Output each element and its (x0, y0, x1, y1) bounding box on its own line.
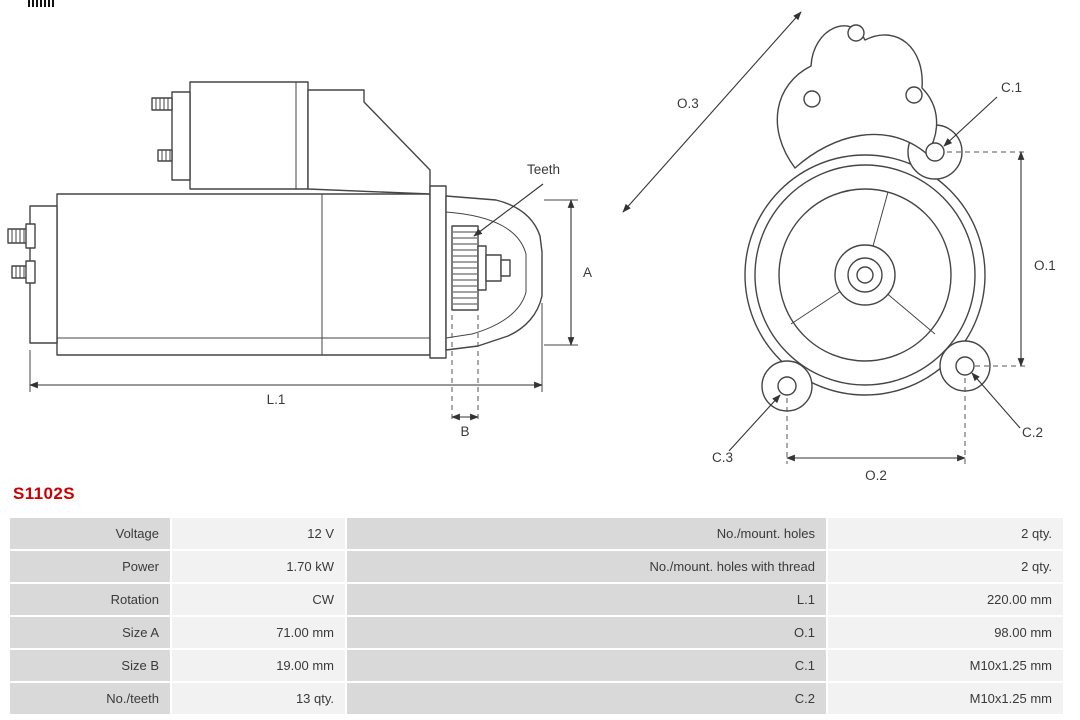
starter-motor-side (7, 81, 543, 359)
dim-label-o2: O.2 (865, 468, 887, 483)
dim-label-o3: O.3 (677, 96, 699, 111)
table-row: Rotation CW L.1 220.00 mm (10, 584, 1063, 615)
teeth-label: Teeth (527, 162, 560, 177)
barcode-mark (28, 0, 56, 7)
drive-bracket (307, 89, 431, 195)
table-row: No./teeth 13 qty. C.2 M10x1.25 mm (10, 683, 1063, 714)
spec-label: No./teeth (10, 683, 170, 714)
dim-label-o1: O.1 (1034, 258, 1056, 273)
top-housing-hole (847, 24, 865, 42)
mount-hole-c2 (955, 356, 975, 376)
spec-value: 220.00 mm (828, 584, 1063, 615)
table-row: Size A 71.00 mm O.1 98.00 mm (10, 617, 1063, 648)
dim-label-b: B (460, 424, 469, 439)
spec-value: 2 qty. (828, 518, 1063, 549)
spec-label: L.1 (347, 584, 826, 615)
spec-label: Size A (10, 617, 170, 648)
starter-body (56, 193, 431, 356)
spec-label: O.1 (347, 617, 826, 648)
spec-value: 19.00 mm (172, 650, 345, 681)
starter-side-view-drawing: L.1 B A Teeth (7, 81, 592, 439)
mount-hole-c1 (925, 142, 945, 162)
table-row: Size B 19.00 mm C.1 M10x1.25 mm (10, 650, 1063, 681)
table-row: Power 1.70 kW No./mount. holes with thre… (10, 551, 1063, 582)
spec-label: No./mount. holes with thread (347, 551, 826, 582)
starter-front-view-drawing: O.3 C.1 O.1 O.2 C.3 C.2 (622, 11, 1056, 483)
spec-value: 12 V (172, 518, 345, 549)
top-housing-hole (803, 90, 821, 108)
part-number: S1102S (13, 484, 75, 503)
spec-label: C.1 (347, 650, 826, 681)
shaft (485, 254, 502, 282)
dim-label-c1: C.1 (1001, 80, 1022, 95)
spec-label: C.2 (347, 683, 826, 714)
spec-value: 71.00 mm (172, 617, 345, 648)
spec-label: No./mount. holes (347, 518, 826, 549)
starter-motor-front (744, 24, 991, 412)
spec-value: 1.70 kW (172, 551, 345, 582)
table-row: Voltage 12 V No./mount. holes 2 qty. (10, 518, 1063, 549)
dim-label-c3: C.3 (712, 450, 733, 465)
mount-hole-c3 (777, 376, 797, 396)
spec-value: M10x1.25 mm (828, 683, 1063, 714)
top-housing-hole (905, 86, 923, 104)
spec-label: Voltage (10, 518, 170, 549)
spec-value: 13 qty. (172, 683, 345, 714)
solenoid (189, 81, 309, 190)
spec-value: CW (172, 584, 345, 615)
spec-label: Rotation (10, 584, 170, 615)
gear-teeth (453, 231, 477, 305)
spec-table: Voltage 12 V No./mount. holes 2 qty. Pow… (10, 518, 1063, 716)
spec-value: M10x1.25 mm (828, 650, 1063, 681)
spec-value: 98.00 mm (828, 617, 1063, 648)
gear-collar (477, 245, 487, 291)
spec-label: Size B (10, 650, 170, 681)
dim-label-l1: L.1 (267, 392, 286, 407)
spec-label: Power (10, 551, 170, 582)
spec-value: 2 qty. (828, 551, 1063, 582)
front-view-dimensions: O.3 C.1 O.1 O.2 C.3 C.2 (622, 11, 1056, 483)
terminal-studs (7, 223, 36, 284)
side-view-dimensions: L.1 B A Teeth (29, 162, 592, 439)
drive-flange (429, 185, 447, 359)
solenoid-cap (171, 91, 191, 181)
shaft-tip (500, 259, 511, 277)
dim-label-a: A (583, 265, 592, 280)
dim-label-c2: C.2 (1022, 425, 1043, 440)
solenoid-terminals (151, 97, 173, 162)
